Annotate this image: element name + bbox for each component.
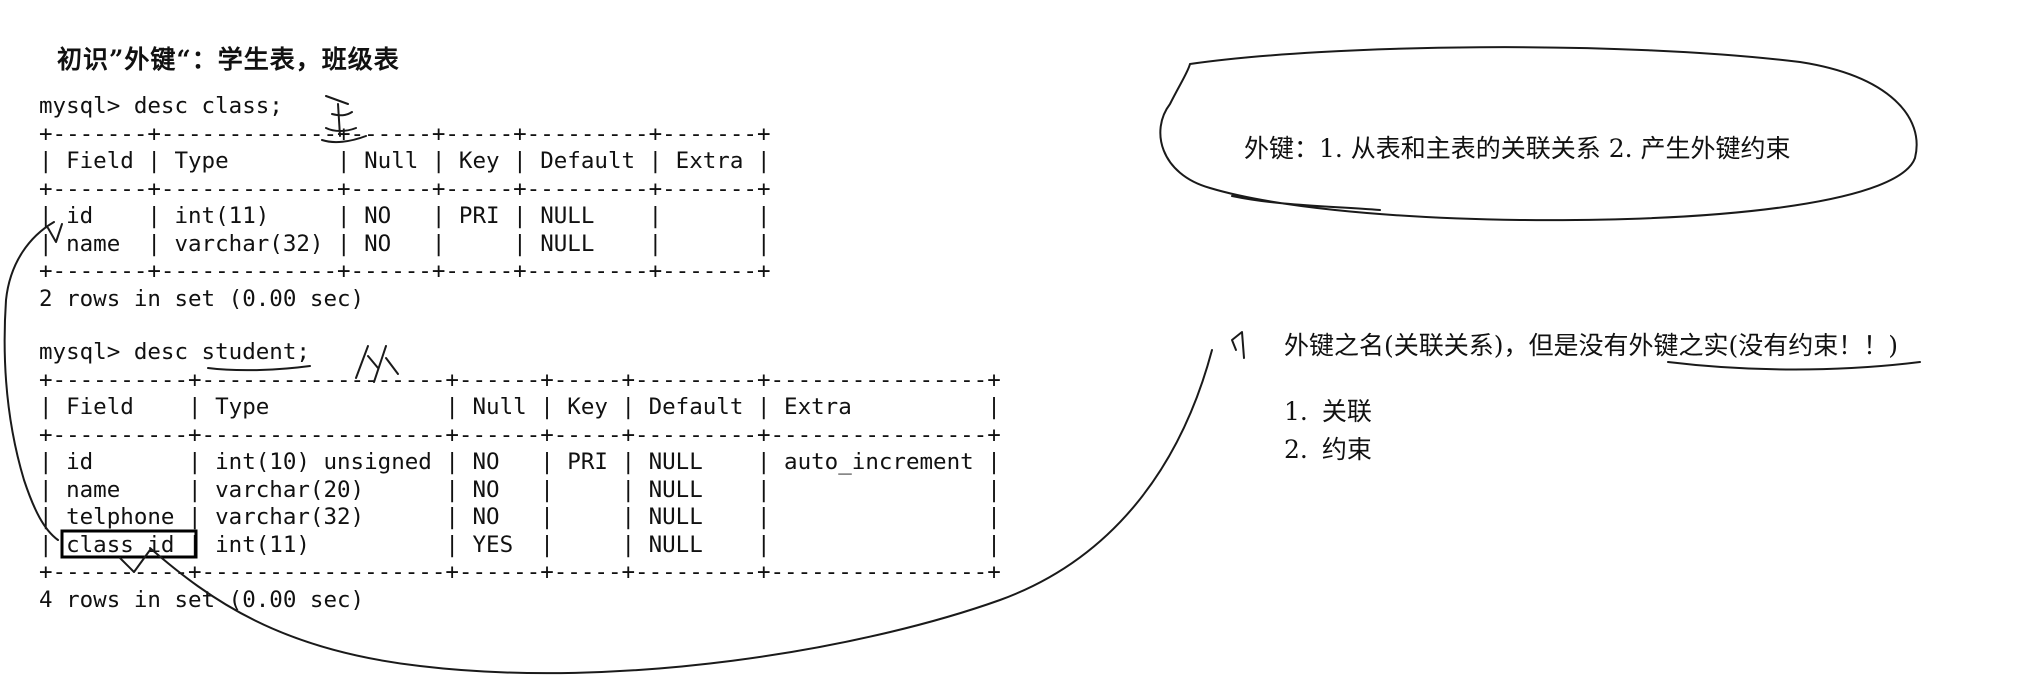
table-border-mid: +-------+-------------+------+-----+----… (39, 175, 771, 202)
handwritten-cong-mark (355, 345, 399, 383)
result-summary: 2 rows in set (0.00 sec) (39, 285, 365, 312)
student-describe-output: mysql> desc student;+----------+--------… (39, 339, 1001, 614)
result-summary: 4 rows in set (0.00 sec) (39, 586, 365, 613)
arrow-head-icon (1231, 331, 1245, 359)
class-id-highlight-box (60, 529, 198, 559)
class-query-prompt: mysql> desc class; (39, 93, 283, 119)
table-header-row: | Field | Type | Null | Key | Default | … (39, 148, 771, 174)
table-row: | name | varchar(20) | NO | | NULL | | (39, 476, 1001, 503)
relation-arrow (149, 349, 1213, 675)
table-row: | id | int(10) unsigned | NO | PRI | NUL… (39, 449, 1001, 475)
page-title: 初识”外键“：学生表，班级表 (57, 45, 400, 74)
list-item: 2.约束 (1284, 435, 1372, 464)
table-border-top: +----------+------------------+------+--… (39, 366, 1001, 393)
table-row: | name | varchar(32) | NO | | NULL | | (39, 230, 771, 257)
foreign-key-statement: 外键之名(关联关系)，但是没有外键之实(没有约束！！) (1284, 331, 1899, 360)
table-border-mid: +----------+------------------+------+--… (39, 421, 1001, 448)
student-underline (207, 365, 311, 372)
caret-mark (119, 549, 151, 573)
table-border-bottom: +----------+------------------+------+--… (39, 559, 1001, 585)
small-check-mark (47, 223, 63, 243)
ellipse-annotation (1159, 46, 1918, 222)
list-item: 1.关联 (1284, 397, 1372, 426)
table-border-top: +-------+-------------+------+-----+----… (39, 120, 771, 147)
class-describe-output: mysql> desc class;+-------+-------------… (39, 93, 771, 313)
statement-underline (1667, 361, 1921, 371)
table-border-bottom: +-------+-------------+------+-----+----… (39, 258, 771, 284)
point-list: 1.关联 2.约束 (1284, 393, 1372, 469)
table-row: | id | int(11) | NO | PRI | NULL | | (39, 203, 771, 229)
table-row: | telphone | varchar(32) | NO | | NULL |… (39, 504, 1001, 530)
foreign-key-definition: 外键：1. 从表和主表的关联关系 2. 产生外键约束 (1244, 134, 1791, 163)
left-bracket-curve (3, 221, 59, 541)
student-query-prompt: mysql> desc student; (39, 339, 310, 365)
handwritten-zhu-mark (321, 95, 367, 144)
table-header-row: | Field | Type | Null | Key | Default | … (39, 394, 1001, 420)
